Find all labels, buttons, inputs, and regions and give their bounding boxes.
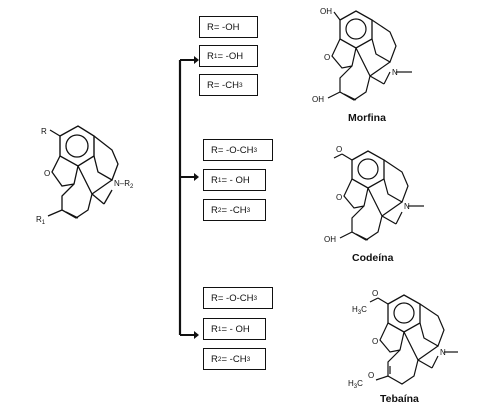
morfina-o: O [324,53,330,62]
morfina-n: N [392,68,398,77]
tebaina-name: Tebaína [380,393,419,405]
tebaina-o-bottom: O [368,371,374,380]
core-o-label: O [44,169,50,178]
morfina-oh-bottom: OH [312,95,324,104]
morfina-structure: OH O OH N [312,7,412,104]
morfina-name: Morfina [348,112,386,124]
core-r-label: R [41,127,47,136]
tebaina-o-ring: O [372,337,378,346]
codeina-oh: OH [324,235,336,244]
tebaina-h3c-top: H3C [352,305,367,316]
core-structure: R O R1 N–R2 [36,125,134,226]
tebaina-structure: O H3C O O H3C N [348,290,458,390]
codeina-o-top: O [336,146,342,154]
tebaina-n: N [440,348,446,357]
tebaina-h3c-bottom: H3C [348,379,363,390]
codeina-structure: O O OH N [324,146,424,244]
morfina-r-box: R = -OH [199,16,258,38]
codeina-name: Codeína [352,252,394,264]
morfina-oh-top: OH [320,7,332,16]
codeina-n: N [404,202,410,211]
codeina-o-ring: O [336,193,342,202]
branch-arrows [178,56,199,339]
core-r1-label: R1 [36,215,46,226]
tebaina-o-top: O [372,290,378,298]
core-n-r2-label: N–R2 [114,179,134,190]
